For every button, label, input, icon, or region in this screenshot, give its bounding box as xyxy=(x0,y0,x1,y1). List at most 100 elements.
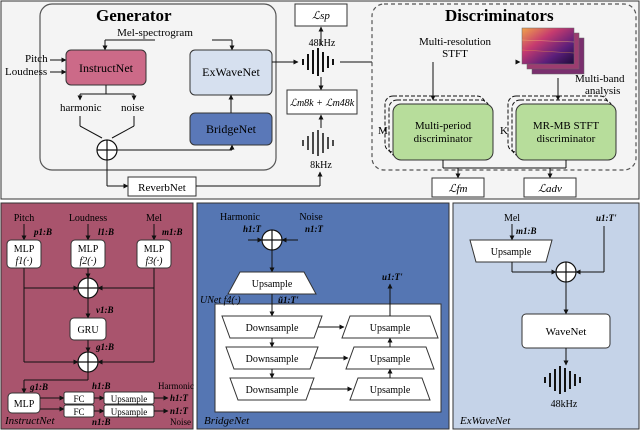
pitch-var: p1:B xyxy=(33,227,52,237)
discriminators-title: Discriminators xyxy=(445,6,554,25)
pitch-input-label: Pitch xyxy=(14,213,35,224)
fc1-label: FC xyxy=(73,394,84,404)
downsample-1-label: Downsample xyxy=(246,323,299,334)
pitch-label: Pitch xyxy=(25,53,48,65)
harmonic-label: harmonic xyxy=(60,102,102,114)
downsample-2-label: Downsample xyxy=(246,354,299,365)
waveform-8k-icon xyxy=(302,130,334,156)
harmonic-output-label: Harmonic xyxy=(158,381,194,391)
mlp-f1-label: MLP xyxy=(14,244,35,255)
sum-node-instruct-2 xyxy=(77,351,99,373)
mlp-bottom-box xyxy=(7,392,41,414)
noise-output-label: Noise xyxy=(170,417,191,427)
stft-label-line1: Multi-resolution xyxy=(419,36,492,48)
mpd-label-line2: discriminator xyxy=(414,133,473,145)
instructnet-panel-name: InstructNet xyxy=(4,415,55,427)
bridge-harmonic-var: h1:T xyxy=(243,224,262,234)
instructnet-label: InstructNet xyxy=(79,61,134,75)
loss-fm-box xyxy=(431,177,485,198)
upsample-2 xyxy=(345,346,435,370)
loss-mel-label: ℒm8k + ℒm48k xyxy=(290,98,355,109)
mrmb-stft-discriminator-box xyxy=(515,103,617,161)
u-out-var: u1:T' xyxy=(382,272,403,282)
bridgenet-label: BridgeNet xyxy=(206,122,257,136)
multi-period-discriminator-box xyxy=(392,103,494,161)
waveform-48k-icon xyxy=(302,48,334,76)
loss-fm-label: ℒfm xyxy=(449,183,468,195)
upsample-1-label: Upsample xyxy=(370,323,411,334)
freq-8-label: 8kHz xyxy=(310,160,332,171)
u-tilde-var: ũ1:T' xyxy=(278,295,299,305)
f1-label: f1(·) xyxy=(16,256,34,267)
wavenet-label: WaveNet xyxy=(546,326,587,338)
loudness-label: Loudness xyxy=(5,66,47,78)
bridge-noise-label: Noise xyxy=(299,212,323,223)
loss-adv-box xyxy=(523,177,577,198)
exwave-mel-var: m1:B xyxy=(516,226,537,236)
h-out-var: h1:T xyxy=(170,393,189,403)
mrmb-label-line2: discriminator xyxy=(537,133,596,145)
loss-sp-box xyxy=(294,3,348,27)
f2-label: f2(·) xyxy=(80,256,98,267)
n-out-var: n1:T xyxy=(170,406,189,416)
n-var: n1:B xyxy=(92,417,111,427)
stft-label-line2: STFT xyxy=(442,48,468,60)
loss-adv-label: ℒadv xyxy=(538,183,562,195)
mel-spectrogram-label: Mel-spectrogram xyxy=(117,27,193,39)
upsample-n-label: Upsample xyxy=(111,407,148,417)
downsample-1 xyxy=(221,315,323,339)
downsample-3-label: Downsample xyxy=(246,385,299,396)
loss-sp-label: ℒsp xyxy=(312,10,330,22)
loudness-input-label: Loudness xyxy=(69,213,107,224)
exwave-u-var: u1:T' xyxy=(596,213,617,223)
sum-node-exwave xyxy=(555,261,577,283)
sum-node-top xyxy=(96,139,118,161)
g-var: g1:B xyxy=(95,342,114,352)
fc2-label: FC xyxy=(73,407,84,417)
downsample-2 xyxy=(225,346,319,370)
spectrogram-stack-icon xyxy=(521,27,585,75)
mel-var: m1:B xyxy=(162,227,183,237)
upsample-3 xyxy=(349,377,431,401)
exwavenet-panel-name: ExWaveNet xyxy=(459,415,511,427)
multiband-label-line2: analysis xyxy=(585,85,620,97)
v-var: v1:B xyxy=(96,305,114,315)
h-var: h1:B xyxy=(92,381,111,391)
mlp-bottom-label: MLP xyxy=(14,399,35,410)
mlp-f2-label: MLP xyxy=(78,244,99,255)
multiband-label-line1: Multi-band xyxy=(575,73,625,85)
bridge-upsample-label: Upsample xyxy=(252,279,293,290)
unet-label: UNet f4(·) xyxy=(200,295,241,306)
exwave-freq-label: 48kHz xyxy=(551,399,578,410)
mrmb-label-line1: MR-MB STFT xyxy=(533,120,600,132)
bridgenet-panel-name: BridgeNet xyxy=(204,415,250,427)
downsample-3 xyxy=(229,377,315,401)
waveform-output-icon xyxy=(544,366,581,394)
upsample-3-label: Upsample xyxy=(370,385,411,396)
bridge-harmonic-label: Harmonic xyxy=(220,212,261,223)
mpd-label-line1: Multi-period xyxy=(415,120,472,132)
k-count-label: K xyxy=(500,125,508,137)
m-count-label: M xyxy=(378,125,388,137)
f3-label: f3(·) xyxy=(146,256,164,267)
generator-title: Generator xyxy=(96,6,172,25)
loudness-var: l1:B xyxy=(98,227,114,237)
upsample-1 xyxy=(341,315,439,339)
exwave-upsample-label: Upsample xyxy=(491,247,532,258)
upsample-h-label: Upsample xyxy=(111,394,148,404)
bridge-noise-var: n1:T xyxy=(305,224,324,234)
exwavenet-label: ExWaveNet xyxy=(202,65,260,79)
upsample-2-label: Upsample xyxy=(370,354,411,365)
gru-label: GRU xyxy=(77,325,99,336)
freq-48-label: 48kHz xyxy=(309,38,336,49)
sum-node-bridge xyxy=(261,229,283,251)
exwave-mel-label: Mel xyxy=(504,213,520,224)
mel-input-label: Mel xyxy=(146,213,162,224)
exwave-upsample-trapezoid xyxy=(469,239,553,263)
sum-node-instruct-1 xyxy=(77,277,99,299)
loss-mel-box xyxy=(286,89,358,115)
reverbnet-label: ReverbNet xyxy=(138,182,186,194)
bridge-upsample-trapezoid xyxy=(227,271,317,295)
noise-label: noise xyxy=(121,102,144,114)
